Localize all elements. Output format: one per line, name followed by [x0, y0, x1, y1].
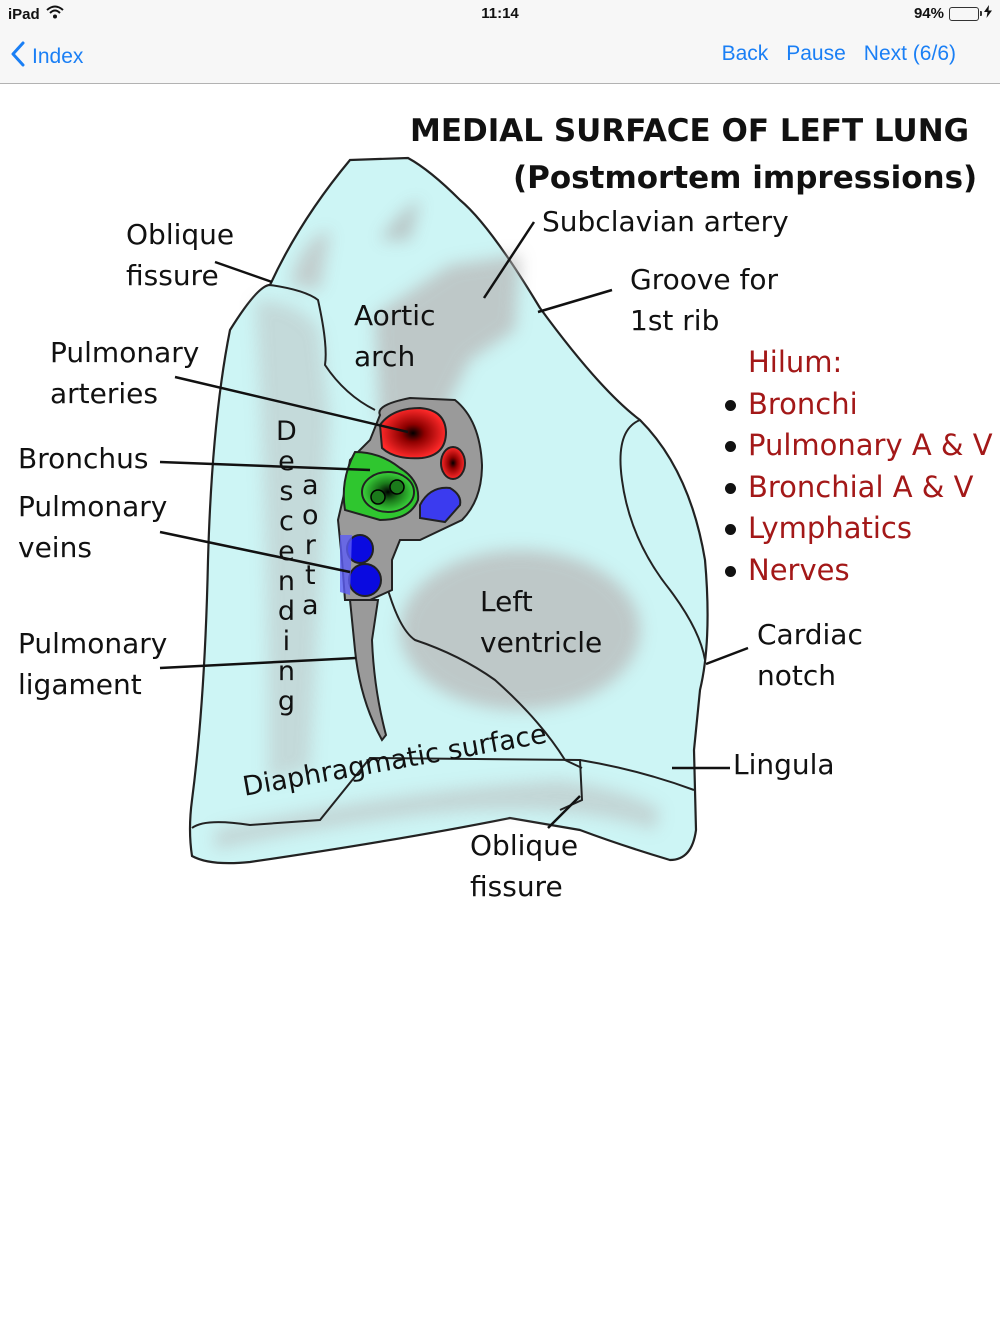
label-groove-first-rib: Groove for 1st rib: [630, 259, 778, 341]
hilum-item: Bronchi: [722, 384, 993, 426]
nav-actions: Back Pause Next (6/6): [722, 42, 956, 66]
text: Left: [480, 585, 533, 618]
letter: s: [279, 476, 294, 507]
text: notch: [757, 659, 836, 692]
pulmonary-ligament-shape: [348, 599, 388, 742]
status-left: iPad: [8, 5, 64, 23]
navigation-bar: Index Back Pause Next (6/6): [0, 28, 1000, 84]
label-aortic-arch: Aortic arch: [354, 295, 435, 377]
oblique-fissure-line: [269, 284, 376, 411]
letter: D: [276, 416, 297, 447]
text: fissure: [470, 870, 563, 903]
battery-percent: 94%: [913, 5, 944, 22]
text: ventricle: [480, 626, 603, 659]
pulmonary-vein-lower: [348, 563, 382, 597]
status-time: 11:14: [481, 5, 519, 22]
label-cardiac-notch: Cardiac notch: [757, 614, 863, 696]
cardiac-notch-curve: [619, 419, 706, 661]
back-button[interactable]: Back: [721, 42, 769, 65]
letter: o: [302, 500, 319, 531]
diagram-subtitle: (Postmortem impressions): [513, 160, 978, 196]
label-left-ventricle: Left ventricle: [480, 581, 602, 663]
lingula-line: [579, 759, 695, 791]
pulmonary-vein-right: [419, 486, 462, 524]
letter: t: [304, 560, 316, 591]
label-pulmonary-arteries: Pulmonary arteries: [50, 332, 199, 414]
letter: n: [277, 656, 295, 687]
label-pulmonary-ligament: Pulmonary ligament: [18, 623, 167, 705]
status-bar: iPad 11:14 94%: [0, 0, 1000, 28]
letter: a: [302, 470, 319, 501]
text: veins: [18, 531, 92, 564]
text: fissure: [126, 259, 219, 292]
text: Oblique: [126, 218, 235, 251]
hilum-item: Bronchial A & V: [722, 467, 993, 509]
text: Groove for: [630, 263, 779, 296]
diaphragm-line: [191, 756, 584, 829]
index-back-button[interactable]: Index: [10, 41, 83, 73]
battery-icon: [949, 6, 982, 21]
pulmonary-artery-main: [378, 406, 448, 460]
hilum-item: Lymphatics: [722, 508, 993, 550]
text: arteries: [50, 377, 158, 410]
next-button[interactable]: Next (6/6): [863, 42, 956, 65]
label-pulmonary-veins: Pulmonary veins: [18, 486, 167, 568]
letter: i: [282, 626, 291, 657]
text: arch: [354, 340, 416, 373]
letter: c: [278, 506, 294, 537]
label-oblique-fissure-bottom: Oblique fissure: [470, 825, 578, 907]
text: 1st rib: [630, 304, 720, 337]
ventricle-border-line: [387, 589, 583, 769]
wifi-icon: [46, 5, 64, 23]
diagram-title: MEDIAL SURFACE OF LEFT LUNG: [410, 113, 970, 149]
letter: g: [277, 686, 295, 717]
label-lingula: Lingula: [733, 748, 835, 781]
letter: d: [277, 596, 295, 627]
lung-diagram: MEDIAL SURFACE OF LEFT LUNG (Postmortem …: [0, 85, 1000, 985]
leader-lines: [159, 221, 749, 829]
bronchial-artery-small: [440, 446, 466, 480]
hilum-heading: Hilum:: [748, 345, 843, 379]
text: Pulmonary: [18, 627, 168, 660]
bronchus-lumen: [361, 471, 415, 513]
label-subclavian-artery: Subclavian artery: [542, 205, 789, 238]
index-label: Index: [32, 45, 84, 68]
chevron-left-icon: [10, 41, 26, 73]
text: Oblique: [470, 829, 579, 862]
status-right: 94%: [914, 5, 992, 22]
text: Cardiac: [757, 618, 863, 651]
lung-illustration: [159, 156, 749, 865]
hilum-list: Hilum: Bronchi Pulmonary A & V Bronchial…: [722, 342, 993, 591]
device-name: iPad: [8, 5, 40, 23]
letter: a: [302, 590, 319, 621]
letter: r: [304, 530, 316, 561]
label-bronchus: Bronchus: [18, 442, 149, 475]
text: Pulmonary: [50, 336, 200, 369]
letter: e: [278, 536, 295, 567]
text: Pulmonary: [18, 490, 168, 523]
hilum-item: Nerves: [722, 550, 993, 592]
label-oblique-fissure-top: Oblique fissure: [126, 214, 234, 296]
charging-icon: [984, 5, 992, 22]
text: Aortic: [354, 299, 436, 332]
letter: n: [277, 566, 295, 597]
hilum-item: Pulmonary A & V: [722, 425, 993, 467]
letter: e: [278, 446, 295, 477]
text: ligament: [18, 668, 142, 701]
pause-button[interactable]: Pause: [786, 42, 846, 65]
